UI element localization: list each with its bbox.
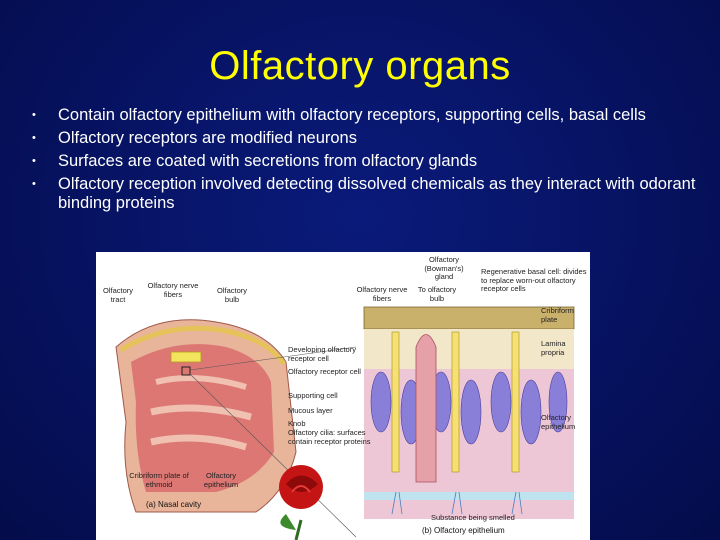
bullet-item: • Olfactory receptors are modified neuron…: [32, 129, 702, 148]
label-cribriform-plate-b: Cribriform plate: [541, 306, 574, 324]
label-olfactory-receptor-cell: Olfactory receptor cell: [288, 367, 361, 376]
label-lamina-propria: Lamina propria: [541, 339, 566, 357]
label-olfactory-epithelium-b: Olfactory epithelium: [541, 413, 576, 431]
label-cribriform-plate-ethmoid: Cribriform plate of ethmoid: [129, 471, 189, 489]
label-substance-being-smelled: Substance being smelled: [431, 513, 515, 522]
label-mucous-layer: Mucous layer: [288, 406, 333, 415]
anatomy-illustration: [115, 306, 575, 540]
label-olfactory-cilia: Olfactory cilia: surfaces contain recept…: [288, 428, 371, 446]
label-olfactory-nerve-fibers-b: Olfactory nerve fibers: [356, 285, 408, 303]
label-supporting-cell: Supporting cell: [288, 391, 338, 400]
label-olfactory-nerve-fibers-a: Olfactory nerve fibers: [147, 281, 199, 299]
rose-image: [279, 465, 323, 540]
caption-olfactory-epithelium: (b) Olfactory epithelium: [422, 526, 505, 535]
bullet-item: • Olfactory reception involved detecting …: [32, 175, 702, 213]
label-olfactory-tract: Olfactory tract: [102, 286, 133, 304]
bullet-dot: •: [32, 132, 36, 144]
bullet-dot: •: [32, 155, 36, 167]
nasal-cavity-drawing: [115, 319, 357, 538]
bullet-text: Surfaces are coated with secretions from…: [58, 152, 478, 170]
caption-nasal-cavity: (a) Nasal cavity: [146, 500, 202, 509]
bullet-item: • Contain olfactory epithelium with olfac…: [32, 106, 702, 125]
label-bowmans-gland: Olfactory (Bowman's) gland: [424, 255, 464, 281]
label-to-olfactory-bulb: To olfactory bulb: [417, 285, 457, 303]
label-regenerative-basal-cell: Regenerative basal cell: divides to repl…: [481, 267, 587, 293]
slide-title: Olfactory organs: [209, 44, 511, 88]
bullet-text: Contain olfactory epithelium with olfact…: [58, 106, 646, 124]
bullet-dot: •: [32, 178, 36, 190]
label-developing-receptor: Developing olfactory receptor cell: [288, 345, 356, 363]
bullet-dot: •: [32, 109, 36, 121]
label-olfactory-epithelium-a: Olfactory epithelium: [203, 471, 239, 489]
epithelium-drawing: [363, 306, 575, 519]
bullet-text: Olfactory reception involved detecting d…: [58, 175, 696, 212]
olfactory-anatomy-figure: Olfactory tract Olfactory nerve fibers O…: [96, 252, 590, 540]
label-olfactory-bulb-a: Olfactory bulb: [216, 286, 247, 304]
bullet-list: • Contain olfactory epithelium with olfac…: [32, 106, 702, 217]
label-knob: Knob: [288, 419, 306, 428]
bullet-item: • Surfaces are coated with secretions fro…: [32, 152, 702, 171]
bullet-text: Olfactory receptors are modified neurons: [58, 129, 357, 147]
